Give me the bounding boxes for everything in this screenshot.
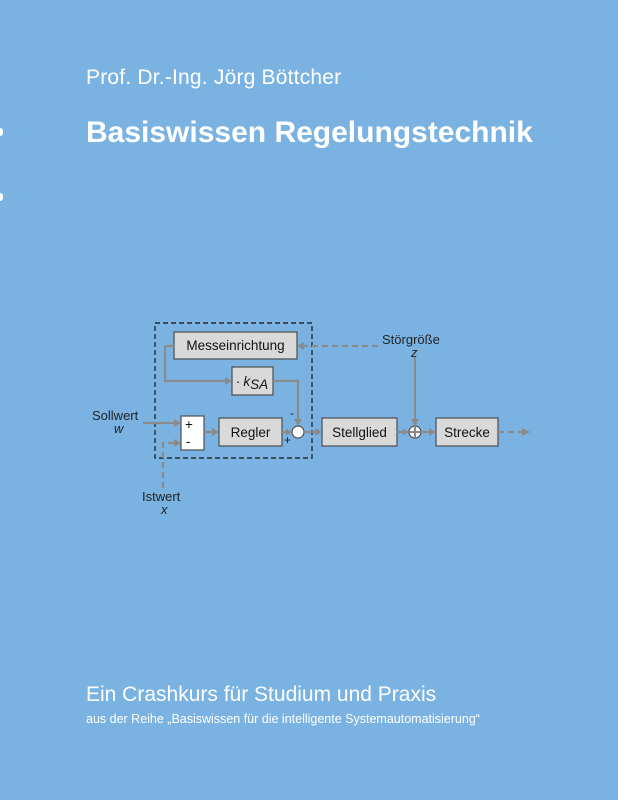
edge-mark-top [0, 128, 3, 136]
sollwert-label: Sollwert [92, 408, 139, 423]
book-title: Basiswissen Regelungstechnik [86, 116, 533, 149]
istwert-line [161, 441, 176, 488]
gain-label: ·kSA [236, 374, 268, 392]
strecke-label: Strecke [444, 425, 490, 440]
stellglied-block [321, 417, 398, 447]
controller-frame [154, 322, 313, 459]
author-name: Prof. Dr.-Ing. Jörg Böttcher [86, 66, 342, 89]
istwert-symbol: x [160, 502, 168, 517]
book-subtitle: Ein Crashkurs für Studium und Praxis [86, 683, 437, 706]
measurement-line [163, 346, 227, 383]
gain-prefix: · [236, 374, 241, 389]
sum1-minus: - [290, 406, 294, 420]
comparator-minus: - [186, 434, 191, 449]
stellglied-label: Stellglied [332, 425, 387, 440]
summing-point-1 [291, 425, 305, 439]
stoergroesse-label: Störgröße [382, 332, 440, 347]
edge-mark-bottom [0, 193, 3, 201]
feedforward-line [273, 379, 300, 421]
stoergroesse-symbol: z [410, 345, 418, 360]
istwert-label: Istwert [142, 489, 181, 504]
strecke-block [435, 417, 499, 447]
messeinrichtung-label: Messeinrichtung [186, 338, 284, 353]
sollwert-symbol: w [114, 421, 125, 436]
gain-subscript: SA [250, 377, 268, 392]
sum1-plus: + [284, 433, 291, 447]
messeinrichtung-block [173, 331, 298, 360]
regler-block [218, 417, 283, 447]
regler-label: Regler [231, 425, 271, 440]
gain-symbol: k [243, 374, 251, 389]
comparator-plus: + [185, 417, 193, 432]
series-line: aus der Reihe „Basiswissen für die intel… [86, 712, 480, 726]
